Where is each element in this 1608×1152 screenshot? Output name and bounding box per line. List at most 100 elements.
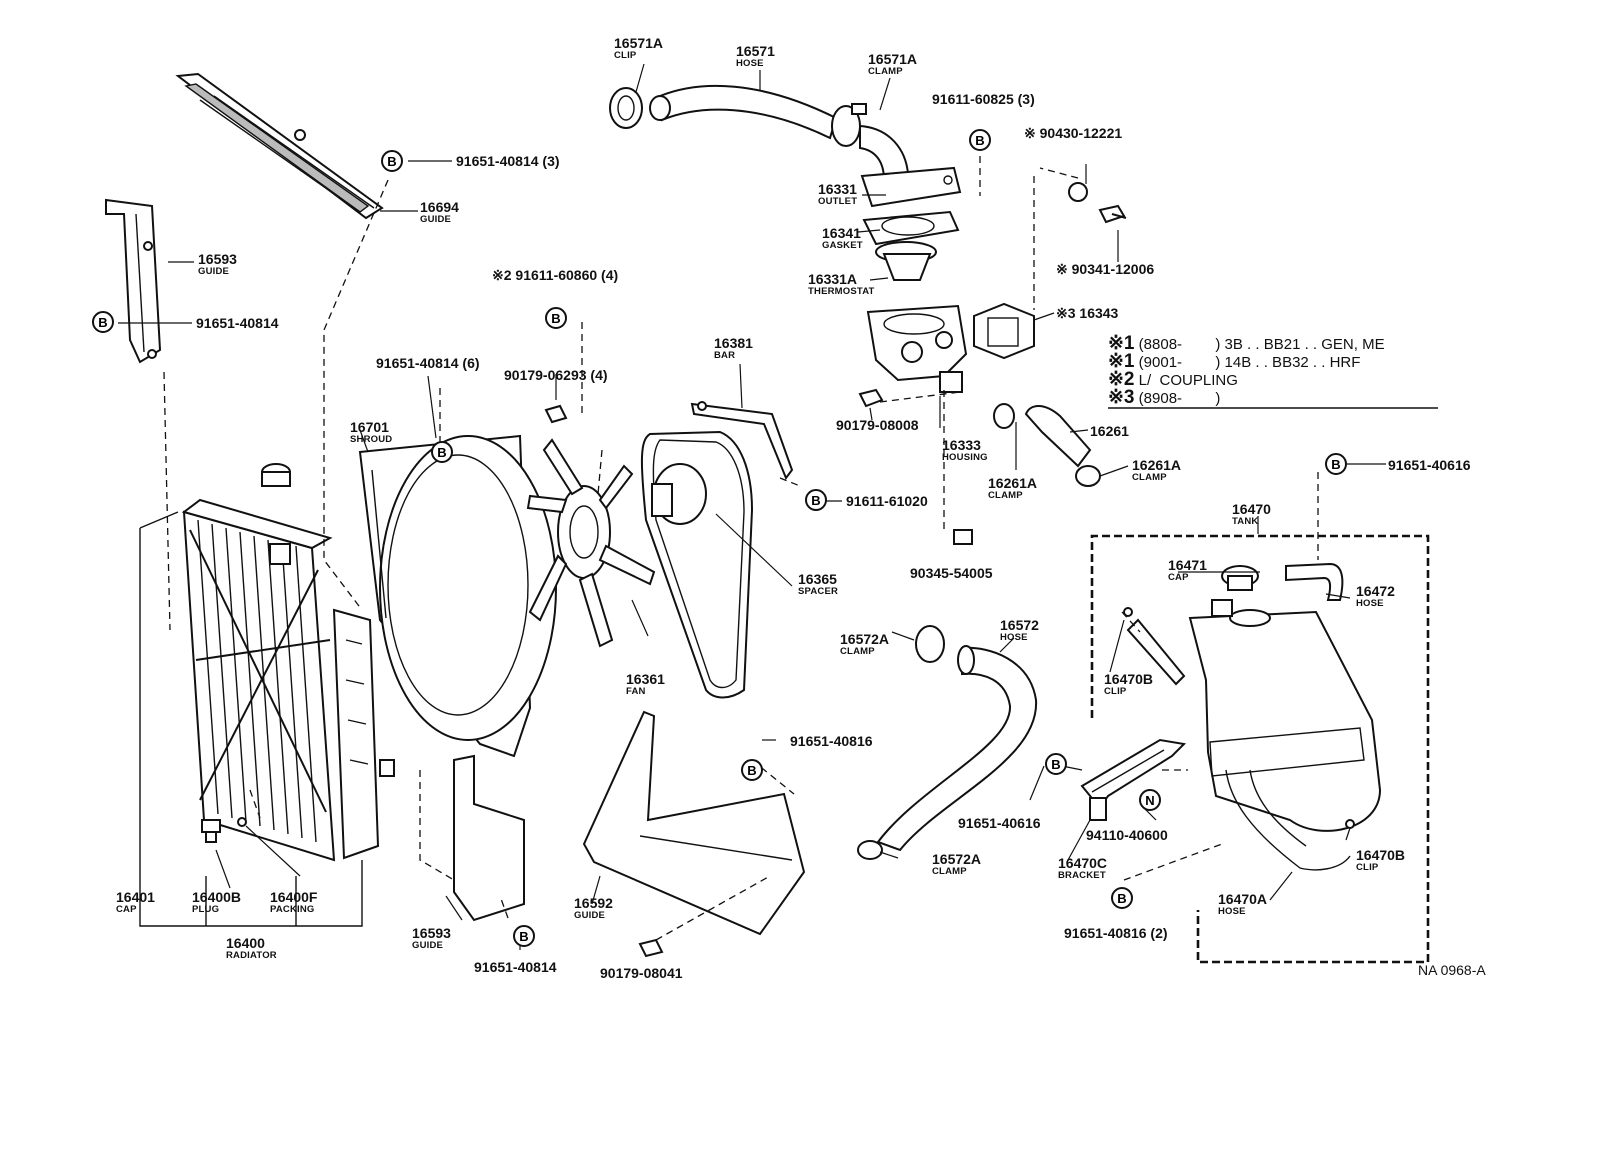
svg-text:B: B bbox=[387, 154, 396, 169]
ref-91651-40814-3: 91651-40814 (3) bbox=[456, 153, 560, 169]
svg-text:B: B bbox=[551, 311, 560, 326]
cap-16471-drawing[interactable] bbox=[1221, 565, 1259, 591]
guide-16593-bottom-drawing[interactable] bbox=[453, 754, 525, 922]
bolt-symbol-b1: B bbox=[381, 150, 403, 172]
plug-90345-drawing[interactable] bbox=[953, 529, 973, 545]
ref-90179-06293: 90179-06293 (4) bbox=[504, 367, 608, 383]
bolt-symbols: B B B B B B B B B B B N bbox=[92, 129, 1347, 947]
ref-91651-40814-left: 91651-40814 bbox=[196, 315, 279, 331]
guide-16694-drawing[interactable] bbox=[175, 72, 384, 220]
spacer-16365-drawing[interactable] bbox=[651, 463, 707, 525]
clip-16470B-right-drawing[interactable] bbox=[1345, 819, 1355, 829]
hose-16472-drawing[interactable] bbox=[1285, 562, 1344, 601]
fan-16361-drawing[interactable] bbox=[526, 438, 656, 648]
nut-symbol-n1: N bbox=[1139, 789, 1161, 811]
ref-94110-40600: 94110-40600 bbox=[1086, 827, 1168, 843]
hose-16571-drawing[interactable] bbox=[649, 84, 838, 140]
clip-16571A-drawing[interactable] bbox=[609, 87, 643, 129]
ref-91651-40816: 91651-40816 bbox=[790, 733, 873, 749]
bolt-symbol-b5: B bbox=[431, 441, 453, 463]
ref-90345-54005: 90345-54005 bbox=[910, 565, 993, 581]
ref-16261: 16261 bbox=[1090, 423, 1129, 439]
ref-90179-08041: 90179-08041 bbox=[600, 965, 683, 981]
ref-91651-40616-mid: 91651-40616 bbox=[958, 815, 1041, 831]
tank-group-frame bbox=[1090, 534, 1430, 964]
svg-text:B: B bbox=[98, 315, 107, 330]
bolt-symbol-b4: B bbox=[969, 129, 991, 151]
clamp-16571A-drawing[interactable] bbox=[831, 103, 867, 147]
guide-16592-drawing[interactable] bbox=[582, 710, 806, 936]
ref-90430-12221: ※ 90430-12221 bbox=[1024, 125, 1123, 141]
bar-16381-drawing[interactable] bbox=[690, 401, 794, 481]
bolt-symbol-b8: B bbox=[741, 759, 763, 781]
nut-90179-08008-drawing[interactable] bbox=[858, 388, 884, 408]
nut-90179-08041-drawing[interactable] bbox=[638, 938, 664, 958]
gasket-16341-drawing[interactable] bbox=[862, 210, 960, 246]
clamp-16261A-right-drawing[interactable] bbox=[1075, 465, 1101, 487]
thermostat-16331A-drawing[interactable] bbox=[875, 241, 937, 281]
clip-16470B-left-drawing[interactable] bbox=[1123, 607, 1133, 617]
svg-text:B: B bbox=[1051, 757, 1060, 772]
bolt-symbol-b2: B bbox=[92, 311, 114, 333]
svg-text:B: B bbox=[811, 493, 820, 508]
svg-text:B: B bbox=[1331, 457, 1340, 472]
shroud-16701-drawing[interactable] bbox=[358, 434, 557, 758]
note-row-2: ※1 (9001- ) 14B . . BB32 . . HRF bbox=[1108, 351, 1361, 372]
ref-90179-08008: 90179-08008 bbox=[836, 417, 919, 433]
housing-16333-drawing[interactable] bbox=[866, 304, 968, 393]
outlet-16331-drawing[interactable] bbox=[859, 124, 962, 208]
bracket-16470C-drawing[interactable] bbox=[1080, 738, 1187, 821]
ref-16343: ※3 16343 bbox=[1056, 305, 1119, 321]
nut-90179-06293-drawing[interactable] bbox=[544, 404, 568, 424]
ref-91651-40816-2: 91651-40816 (2) bbox=[1064, 925, 1168, 941]
bolt-90341-drawing[interactable] bbox=[1098, 204, 1127, 224]
hose-16572-drawing[interactable] bbox=[876, 645, 1038, 852]
ref-91611-60825: 91611-60825 (3) bbox=[932, 91, 1035, 107]
tank-16470-drawing[interactable] bbox=[1188, 599, 1382, 871]
svg-text:N: N bbox=[1145, 793, 1154, 808]
clamp-16261A-left-drawing[interactable] bbox=[993, 403, 1015, 429]
belt-drawing bbox=[640, 430, 754, 699]
bolt-symbol-b9: B bbox=[1045, 753, 1067, 775]
note-row-1: ※1 (8808- ) 3B . . BB21 . . GEN, ME bbox=[1108, 333, 1385, 354]
plug-16400B-drawing[interactable] bbox=[201, 819, 221, 843]
clamp-16572A-bottom-drawing[interactable] bbox=[857, 840, 883, 860]
ref-91651-40814-6: 91651-40814 (6) bbox=[376, 355, 480, 371]
bolt-symbol-b3: B bbox=[545, 307, 567, 329]
hose-16261-drawing[interactable] bbox=[1024, 405, 1092, 468]
washer-90430-drawing[interactable] bbox=[1068, 182, 1088, 202]
gasket-16343-drawing[interactable] bbox=[973, 302, 1035, 360]
svg-text:B: B bbox=[975, 133, 984, 148]
clamp-16572A-top-drawing[interactable] bbox=[915, 625, 945, 663]
radiator-16400-drawing[interactable] bbox=[181, 463, 395, 862]
bolt-symbol-b11: B bbox=[513, 925, 535, 947]
bolt-symbol-b7: B bbox=[1325, 453, 1347, 475]
guide-16593-top-drawing[interactable] bbox=[105, 198, 162, 364]
bolt-symbol-b6: B bbox=[805, 489, 827, 511]
packing-16400F-drawing[interactable] bbox=[237, 817, 247, 827]
